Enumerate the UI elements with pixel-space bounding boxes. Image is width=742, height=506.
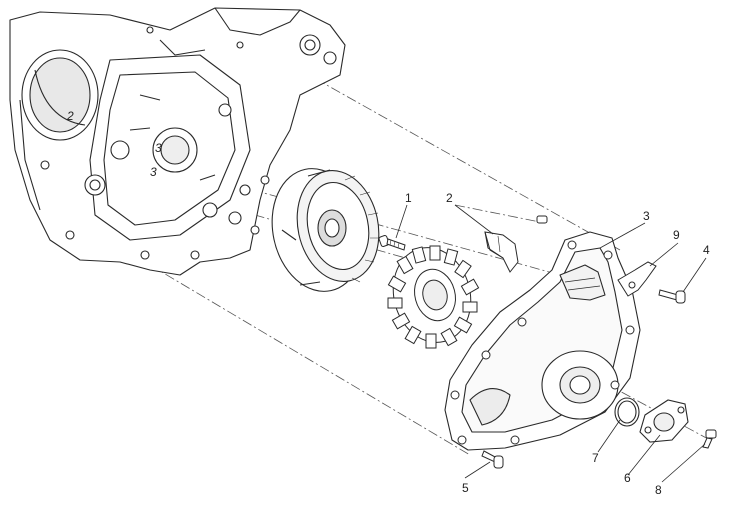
casting-mark-2: 2	[66, 109, 74, 123]
screw-8	[702, 429, 717, 449]
callout-labels: 1 2 3 4 5 6 7 8 9	[405, 191, 710, 497]
cover-plate	[639, 399, 689, 443]
stator	[387, 245, 480, 349]
callout-1: 1	[405, 191, 412, 205]
callout-5: 5	[462, 481, 469, 495]
callout-7: 7	[592, 451, 599, 465]
o-ring	[614, 397, 640, 427]
screw-4	[658, 289, 686, 304]
casting-marks: 2 3 3	[66, 109, 162, 179]
cable-clip	[617, 261, 657, 297]
casting-mark-3a: 3	[155, 141, 162, 155]
callout-4: 4	[703, 243, 710, 257]
callout-3: 3	[643, 209, 650, 223]
casting-mark-3b: 3	[150, 165, 157, 179]
callout-8: 8	[655, 483, 662, 497]
stator-bolt	[378, 234, 406, 251]
leader-lines	[395, 204, 707, 483]
dowel-pin	[536, 215, 548, 224]
rotor-flywheel	[271, 168, 380, 292]
screw-5	[481, 450, 504, 469]
cable-grommet	[484, 231, 519, 273]
callout-2: 2	[446, 191, 453, 205]
generator-cover	[444, 231, 641, 451]
crankcase	[9, 7, 346, 276]
callout-9: 9	[673, 228, 680, 242]
callout-6: 6	[624, 471, 631, 485]
